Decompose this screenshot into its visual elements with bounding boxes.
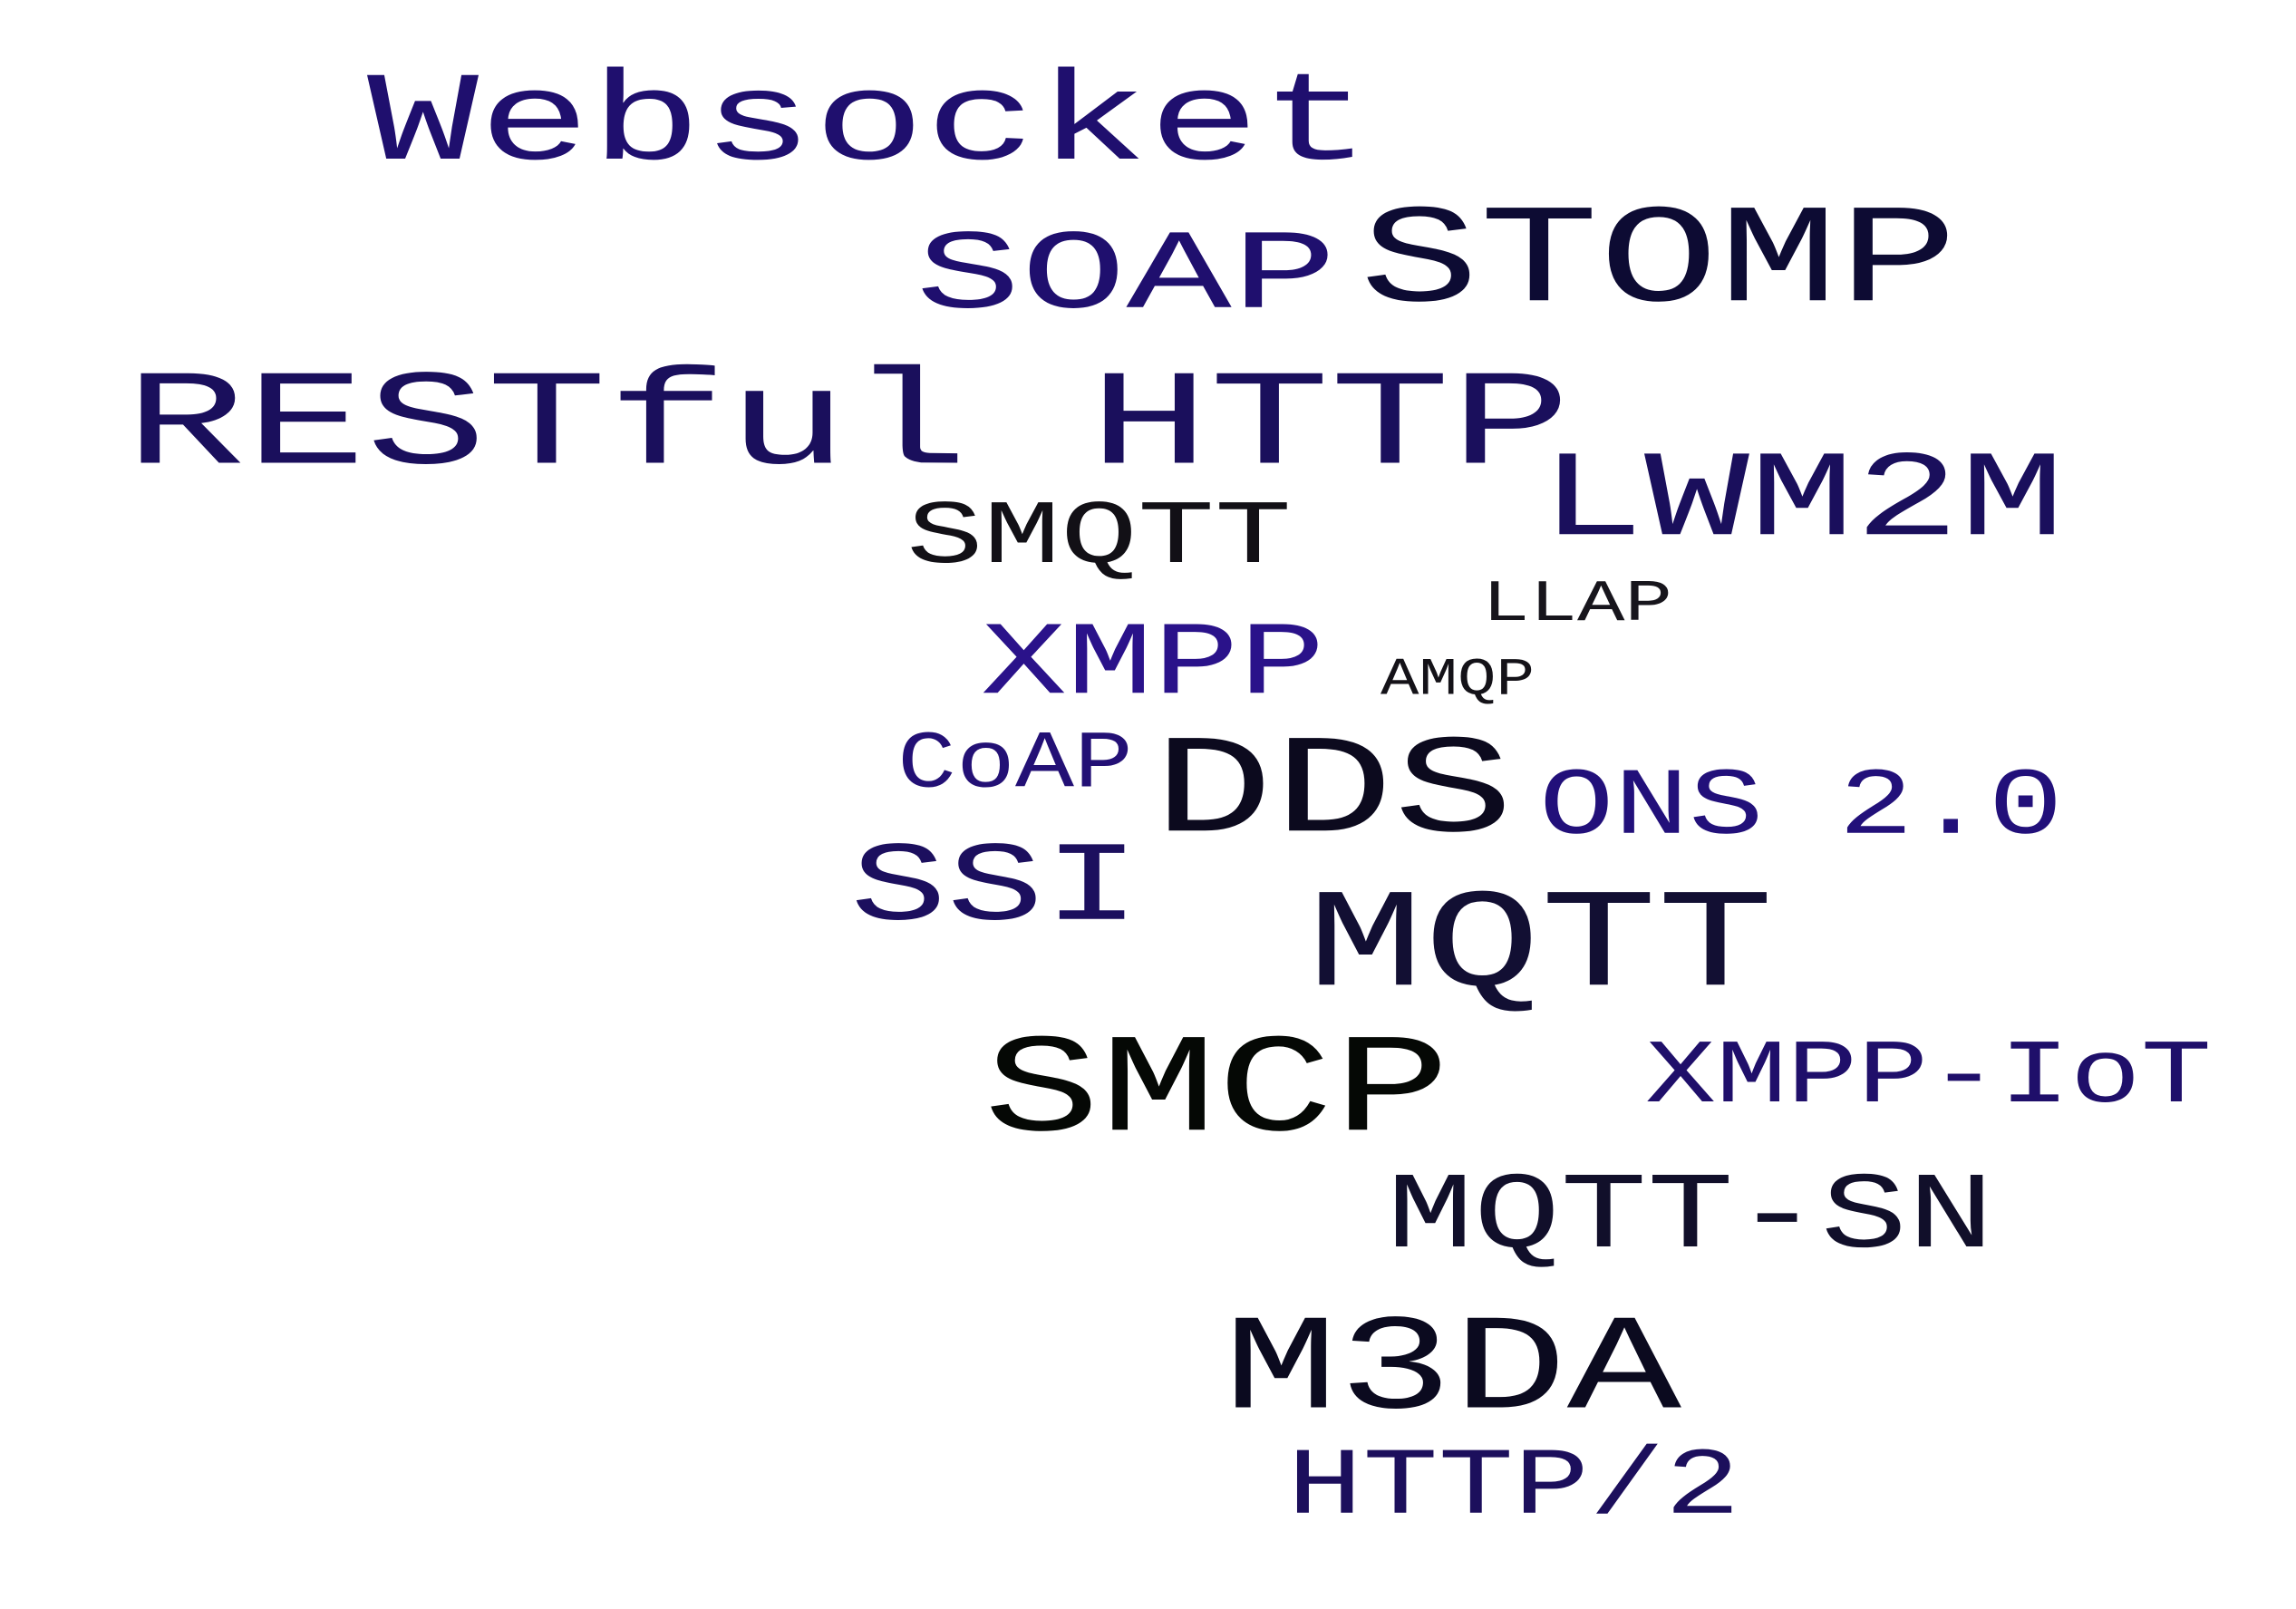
word-restful-http: RESTful HTTP (125, 351, 1572, 505)
word-smcp: SMCP (983, 1014, 1450, 1174)
word-llap: LLAP (1482, 571, 1672, 638)
word-ons-2-0: ONS 2.0 (1539, 754, 2063, 863)
word-amqp: AMQP (1381, 650, 1536, 711)
word-ssi: SSI (850, 826, 1141, 955)
word-websocket: Websocket (367, 54, 1372, 199)
word-lwm2m: LWM2M (1539, 433, 2065, 573)
word-xmpp: XMPP (981, 606, 1325, 725)
word-http-2: HTTP/2 (1287, 1434, 1740, 1543)
word-coap: CoAP (897, 719, 1133, 812)
word-mqtt: MQTT (1307, 869, 1774, 1029)
word-stomp: STOMP (1360, 185, 1958, 344)
word-m3da: M3DA (1224, 1295, 1682, 1449)
word-soap: SOAP (915, 214, 1337, 343)
word-smqtt: SMQTT (906, 488, 1293, 590)
word-dds: DDS (1153, 715, 1514, 875)
word-xmpp-iot: XMPP-IoT (1645, 1027, 2213, 1129)
word-mqtt-sn: MQTT-SN (1387, 1157, 1994, 1281)
